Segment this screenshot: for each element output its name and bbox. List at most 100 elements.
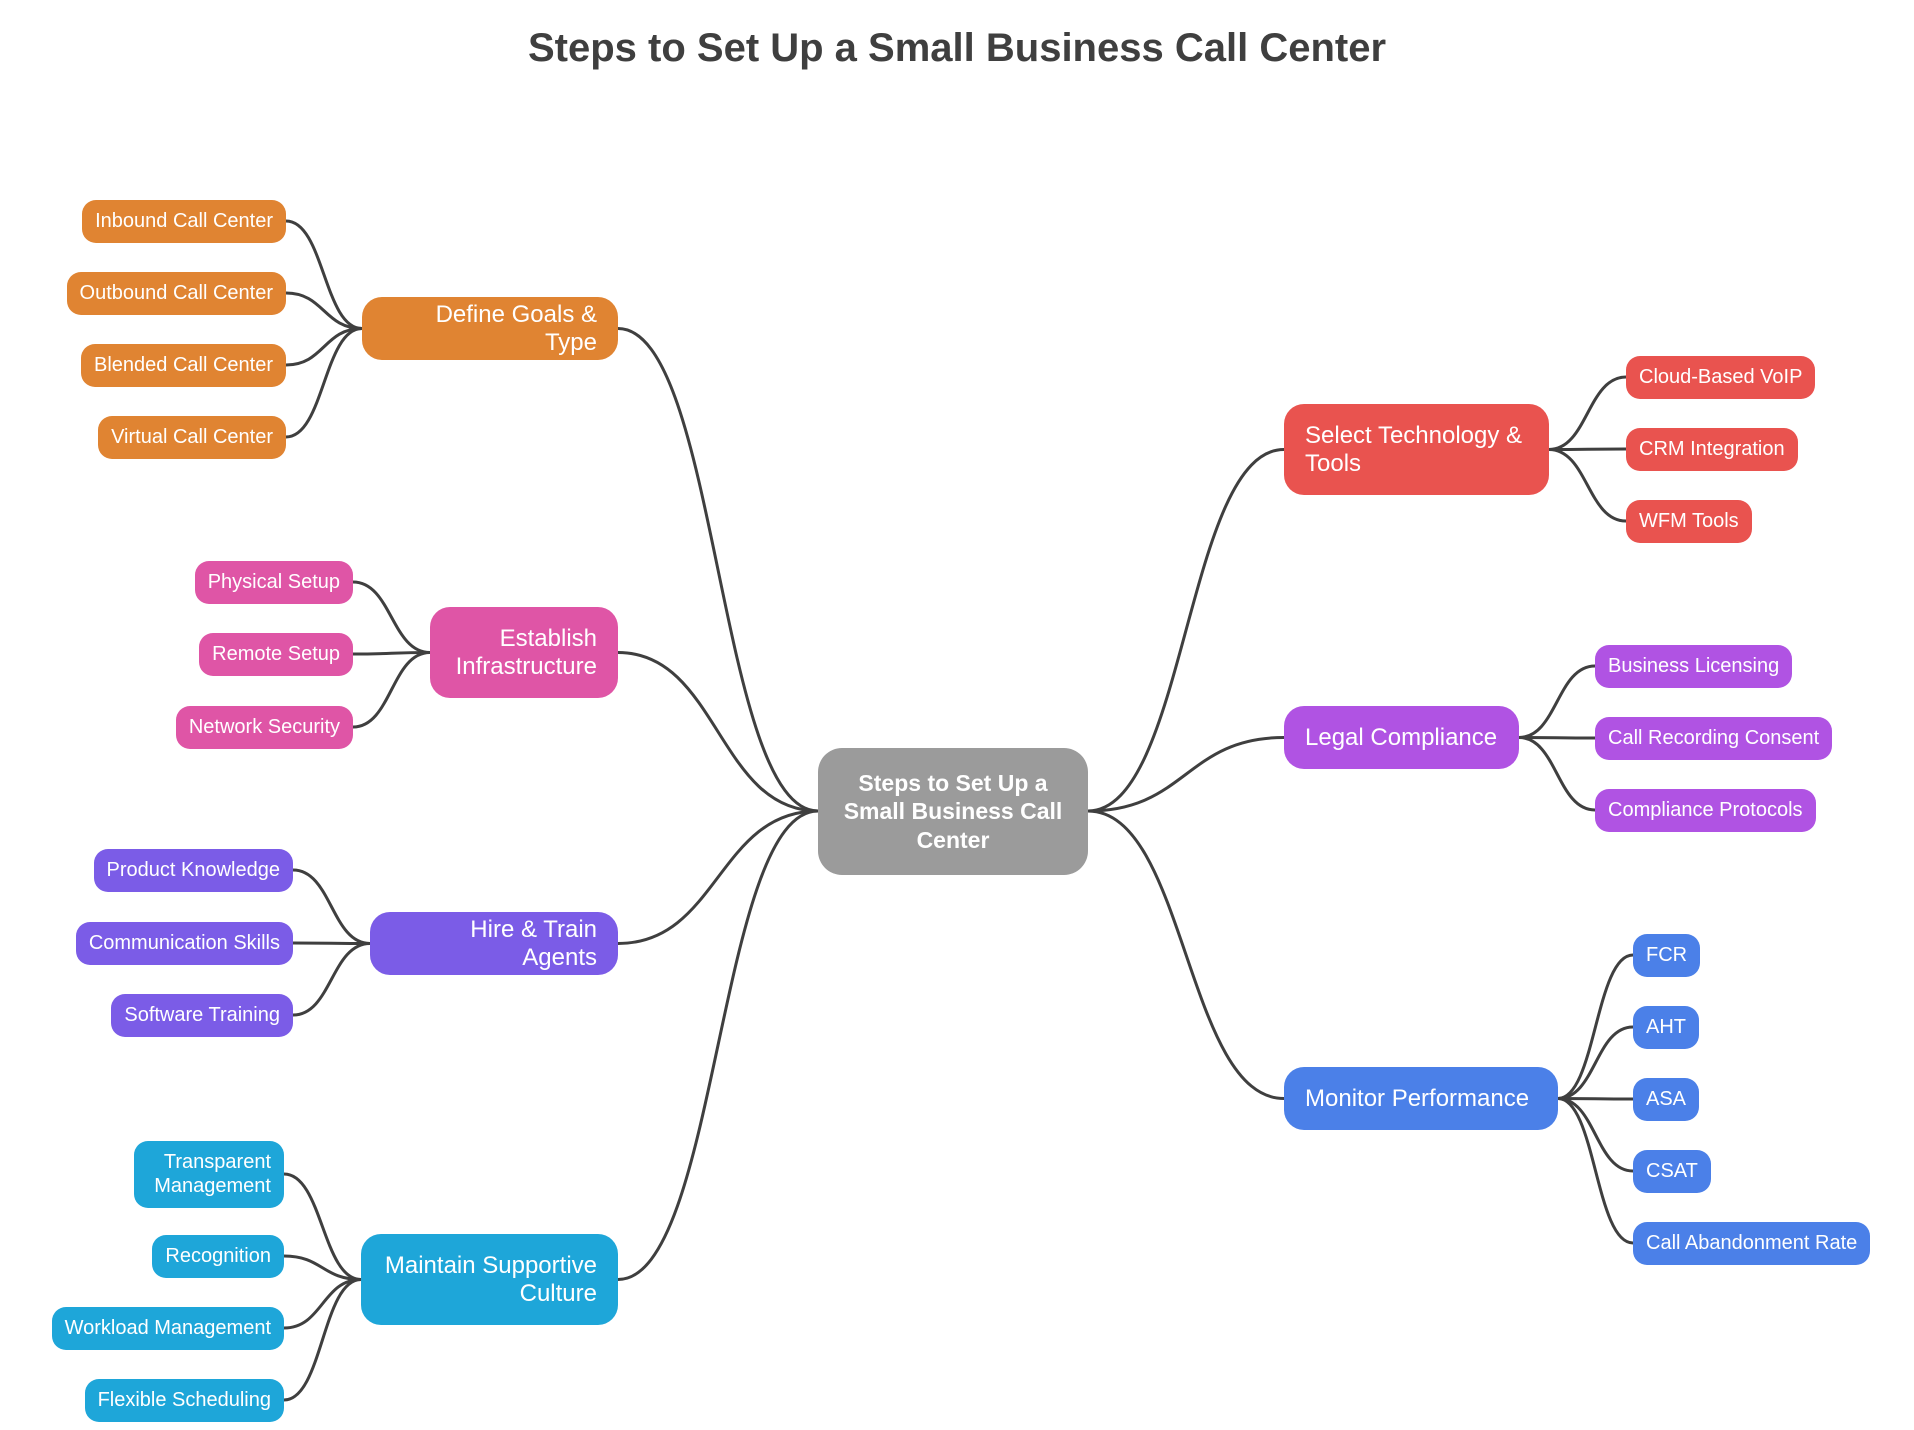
branch-culture-label: Maintain Supportive Culture [384,1251,597,1307]
leaf-aht: AHT [1633,1005,1699,1049]
leaf-call-recording-consent: Call Recording Consent [1595,716,1833,760]
leaf-transparent-management-label: Transparent Management [154,1151,271,1197]
connector-infrastructure-physical-setup [351,580,432,654]
leaf-product-knowledge: Product Knowledge [93,848,293,892]
branch-legal-label: Legal Compliance [1305,723,1498,751]
connector-agents-product-knowledge [291,868,372,945]
branch-infrastructure: Establish Infrastructure [430,607,618,698]
leaf-network-security-label: Network Security [188,715,340,738]
branch-technology-label: Select Technology & Tools [1305,421,1523,477]
leaf-virtual-call-center: Virtual Call Center [98,415,286,459]
branch-culture: Maintain Supportive Culture [361,1234,618,1325]
leaf-inbound-call-center: Inbound Call Center [82,199,286,243]
leaf-physical-setup-label: Physical Setup [207,570,340,593]
connector-legal-call-recording-consent [1517,736,1597,740]
leaf-call-abandonment-rate-label: Call Abandonment Rate [1646,1231,1858,1254]
leaf-network-security: Network Security [175,705,353,749]
connector-center-legal [1086,736,1286,813]
branch-goals: Define Goals & Type [362,297,618,360]
leaf-call-recording-consent-label: Call Recording Consent [1608,726,1820,749]
center-node-label: Steps to Set Up a Small Business Call Ce… [843,770,1063,853]
leaf-transparent-management: Transparent Management [134,1140,284,1208]
leaf-workload-management-label: Workload Management [64,1316,271,1339]
leaf-physical-setup: Physical Setup [194,560,353,604]
connector-center-technology [1086,448,1286,813]
leaf-flexible-scheduling-label: Flexible Scheduling [97,1388,271,1411]
leaf-workload-management: Workload Management [51,1306,284,1350]
connector-goals-virtual-call-center [284,327,364,439]
connector-performance-aht [1556,1025,1635,1100]
leaf-wfm-tools-label: WFM Tools [1639,509,1739,532]
connector-center-infrastructure [616,651,820,813]
leaf-asa-label: ASA [1646,1087,1687,1110]
branch-performance-label: Monitor Performance [1305,1084,1530,1112]
leaf-wfm-tools: WFM Tools [1626,499,1752,543]
leaf-flexible-scheduling: Flexible Scheduling [84,1378,284,1422]
leaf-aht-label: AHT [1646,1015,1686,1038]
connector-performance-asa [1556,1097,1635,1101]
leaf-recognition: Recognition [152,1234,284,1278]
connector-agents-communication-skills [291,941,372,945]
leaf-business-licensing: Business Licensing [1595,644,1793,688]
leaf-software-training-label: Software Training [124,1003,280,1026]
branch-technology: Select Technology & Tools [1284,404,1549,495]
leaf-compliance-protocols-label: Compliance Protocols [1608,798,1803,821]
branch-goals-label: Define Goals & Type [435,300,597,356]
leaf-blended-call-center-label: Blended Call Center [94,353,273,376]
leaf-recognition-label: Recognition [165,1244,271,1267]
connector-infrastructure-network-security [351,651,432,729]
connector-performance-fcr [1556,953,1635,1100]
connector-culture-flexible-scheduling [282,1278,363,1402]
leaf-virtual-call-center-label: Virtual Call Center [111,425,273,448]
leaf-csat-label: CSAT [1646,1159,1698,1182]
branch-infrastructure-label: Establish Infrastructure [455,624,597,680]
branch-agents: Hire & Train Agents [370,912,618,975]
branch-legal: Legal Compliance [1284,706,1519,769]
connector-goals-blended-call-center [284,327,364,367]
connector-center-goals [616,327,820,813]
connector-center-culture [616,809,820,1281]
connector-legal-compliance-protocols [1517,736,1597,812]
connector-technology-cloud-based-voip [1547,375,1628,451]
leaf-cloud-based-voip: Cloud-Based VoIP [1626,355,1816,399]
leaf-communication-skills: Communication Skills [75,921,293,965]
leaf-csat: CSAT [1633,1149,1711,1193]
leaf-outbound-call-center-label: Outbound Call Center [79,281,273,304]
center-node: Steps to Set Up a Small Business Call Ce… [818,748,1088,875]
leaf-compliance-protocols: Compliance Protocols [1595,788,1816,832]
leaf-blended-call-center: Blended Call Center [81,343,286,387]
connector-goals-outbound-call-center [284,291,364,330]
leaf-crm-integration-label: CRM Integration [1639,437,1785,460]
leaf-business-licensing-label: Business Licensing [1608,654,1780,677]
connector-agents-software-training [291,942,372,1017]
leaf-cloud-based-voip-label: Cloud-Based VoIP [1639,365,1803,388]
connector-infrastructure-remote-setup [351,651,432,656]
leaf-communication-skills-label: Communication Skills [88,931,280,954]
connector-center-agents [616,809,820,945]
connector-culture-recognition [282,1254,363,1281]
leaf-crm-integration: CRM Integration [1626,427,1798,471]
leaf-fcr-label: FCR [1646,943,1688,966]
leaf-remote-setup-label: Remote Setup [212,642,340,665]
leaf-outbound-call-center: Outbound Call Center [66,271,286,315]
connector-center-performance [1086,809,1286,1100]
leaf-fcr: FCR [1633,933,1701,977]
leaf-remote-setup: Remote Setup [199,632,353,676]
leaf-asa: ASA [1633,1077,1700,1121]
connector-legal-business-licensing [1517,664,1597,739]
diagram-title: Steps to Set Up a Small Business Call Ce… [527,26,1387,70]
connector-performance-csat [1556,1097,1635,1173]
leaf-software-training: Software Training [111,993,293,1037]
branch-agents-label: Hire & Train Agents [470,915,597,971]
connector-culture-transparent-management [282,1172,363,1281]
leaf-product-knowledge-label: Product Knowledge [106,858,280,881]
connector-culture-workload-management [282,1278,363,1330]
leaf-call-abandonment-rate: Call Abandonment Rate [1633,1221,1871,1265]
leaf-inbound-call-center-label: Inbound Call Center [95,209,273,232]
branch-performance: Monitor Performance [1284,1067,1558,1130]
connector-technology-crm-integration [1547,447,1628,451]
connector-goals-inbound-call-center [284,219,364,330]
connector-performance-call-abandonment-rate [1556,1097,1635,1245]
connector-technology-wfm-tools [1547,448,1628,523]
